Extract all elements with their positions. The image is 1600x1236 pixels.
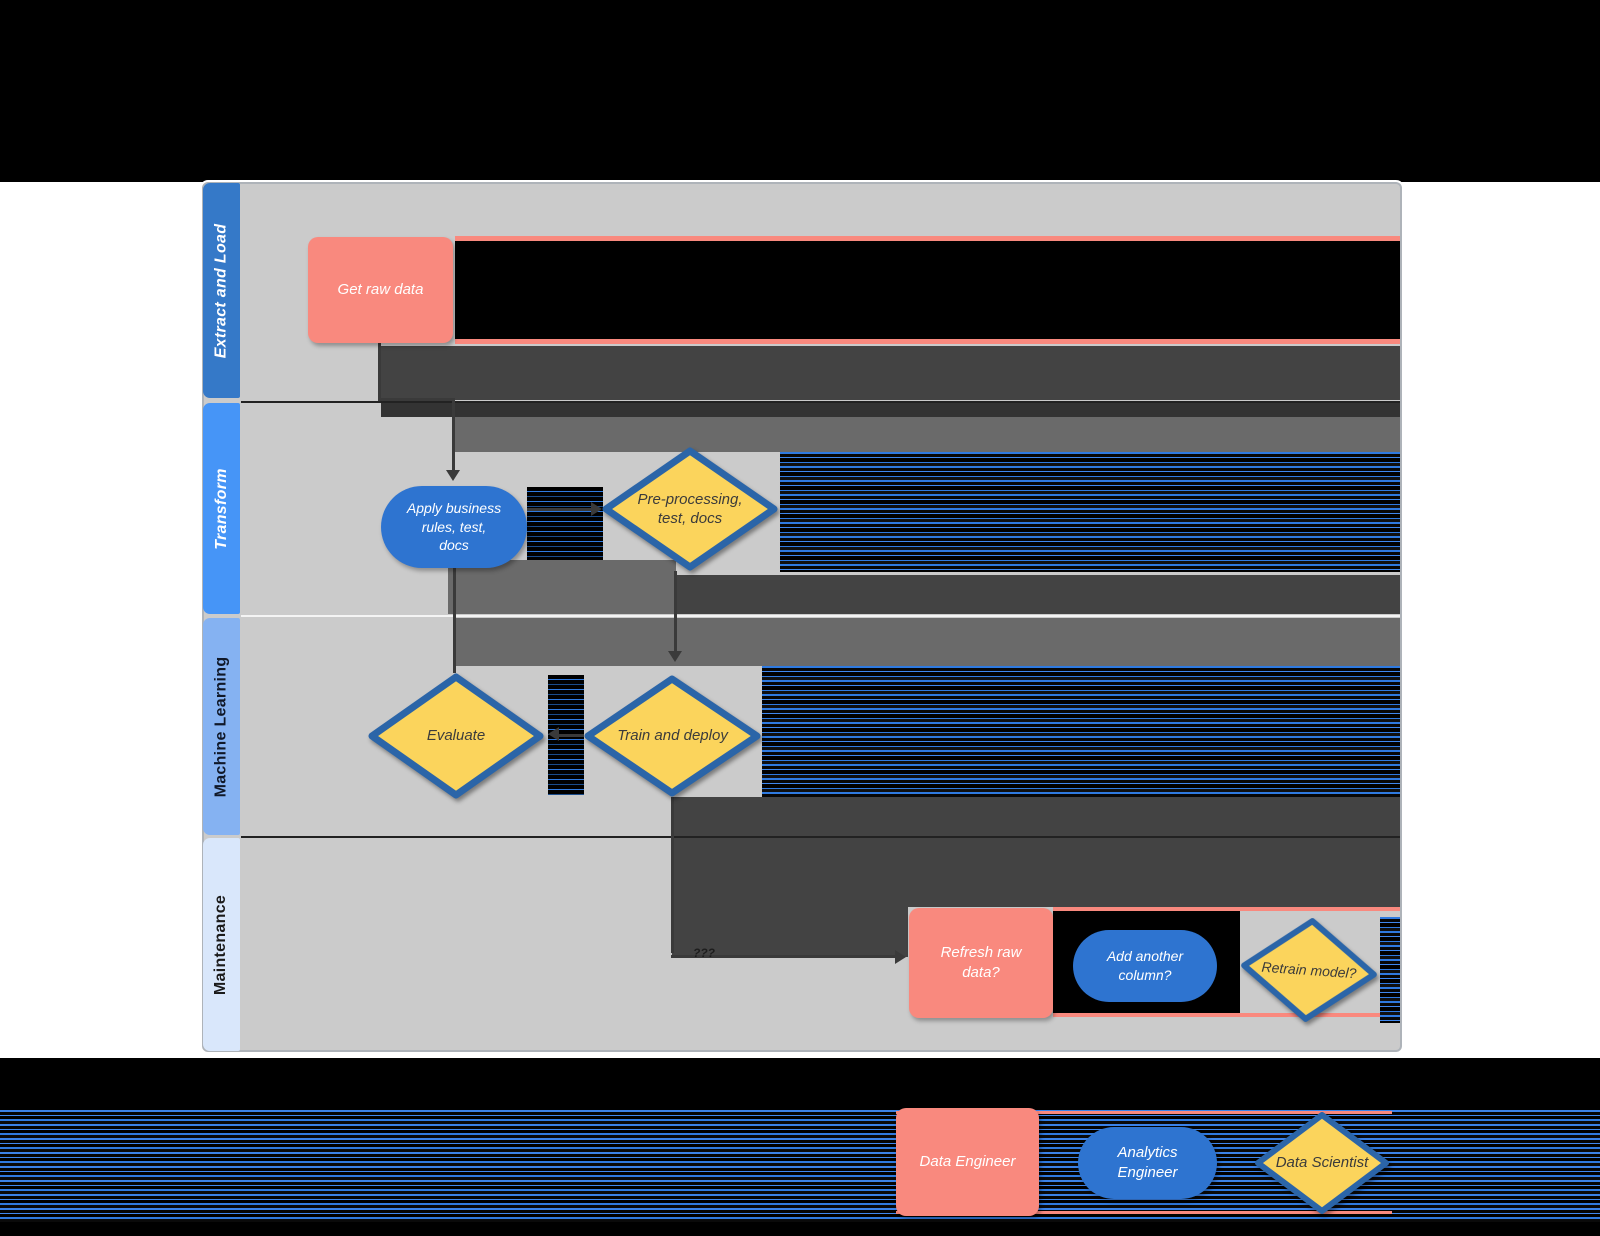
lane-label: Machine Learning <box>212 656 230 797</box>
legend-data-engineer[interactable]: Data Engineer <box>896 1108 1039 1216</box>
node-label: Refresh raw data? <box>940 943 1022 981</box>
node-add-another-column[interactable]: Add another column? <box>1073 930 1217 1002</box>
diamond-shape <box>1241 918 1377 1022</box>
lane-divider <box>241 401 1400 403</box>
node-label: Train and deploy <box>617 727 728 745</box>
lane-divider <box>241 836 1400 838</box>
arrowhead <box>668 651 682 662</box>
connector-evaluate-to-rules <box>453 560 456 673</box>
node-train-and-deploy[interactable]: Train and deploy <box>583 675 762 797</box>
node-label: Pre-processing, test, docs <box>637 490 743 528</box>
node-label: Evaluate <box>426 727 486 745</box>
legend-analytics-engineer[interactable]: Analytics Engineer <box>1078 1127 1217 1199</box>
node-label: Add another column? <box>1106 948 1184 983</box>
diamond-shape <box>584 675 761 797</box>
node-refresh-raw-data[interactable]: Refresh raw data? <box>909 908 1053 1018</box>
lane-label: Extract and Load <box>212 223 230 358</box>
arrowhead <box>895 950 906 964</box>
lane-label: Maintenance <box>212 894 230 995</box>
legend-label: Data Scientist <box>1275 1154 1369 1172</box>
connector-rules-to-preprocessing <box>527 508 593 511</box>
connector-getraw-to-rules <box>452 398 455 470</box>
connector-train-to-refresh <box>671 797 674 953</box>
node-label: Get raw data <box>337 280 424 298</box>
lane-divider <box>241 615 1400 617</box>
connector-getraw-to-rules <box>378 343 381 401</box>
node-apply-business-rules[interactable]: Apply business rules, test, docs <box>381 486 527 568</box>
legend-data-scientist[interactable]: Data Scientist <box>1253 1111 1391 1215</box>
lane-header-extract-and-load[interactable]: Extract and Load <box>203 183 240 398</box>
lane-header-transform[interactable]: Transform <box>203 403 240 614</box>
connector-train-to-evaluate <box>558 734 584 737</box>
lane-label: Transform <box>212 467 230 550</box>
connector-getraw-to-rules <box>378 398 455 401</box>
top-black-band <box>0 0 1600 182</box>
arrowhead <box>548 727 559 741</box>
legend-label: Analytics Engineer <box>1117 1143 1178 1181</box>
node-retrain-model[interactable]: Retrain model? <box>1235 912 1382 1028</box>
arrowhead <box>446 470 460 481</box>
node-label: Retrain model? <box>1261 958 1357 982</box>
node-evaluate[interactable]: Evaluate <box>367 673 545 799</box>
node-preprocessing[interactable]: Pre-processing, test, docs <box>601 447 779 571</box>
node-label: Apply business rules, test, docs <box>406 499 502 554</box>
node-get-raw-data[interactable]: Get raw data <box>308 237 453 343</box>
connector-preprocessing-to-train <box>674 571 677 651</box>
legend-label: Data Engineer <box>919 1152 1016 1170</box>
lane-header-maintenance[interactable]: Maintenance <box>203 838 240 1051</box>
diamond-shape <box>602 447 778 571</box>
connector-train-to-refresh <box>671 955 895 958</box>
arrowhead <box>591 502 602 516</box>
lane-header-machine-learning[interactable]: Machine Learning <box>203 618 240 835</box>
connector-label: ??? <box>693 946 715 960</box>
diamond-shape <box>368 673 544 799</box>
